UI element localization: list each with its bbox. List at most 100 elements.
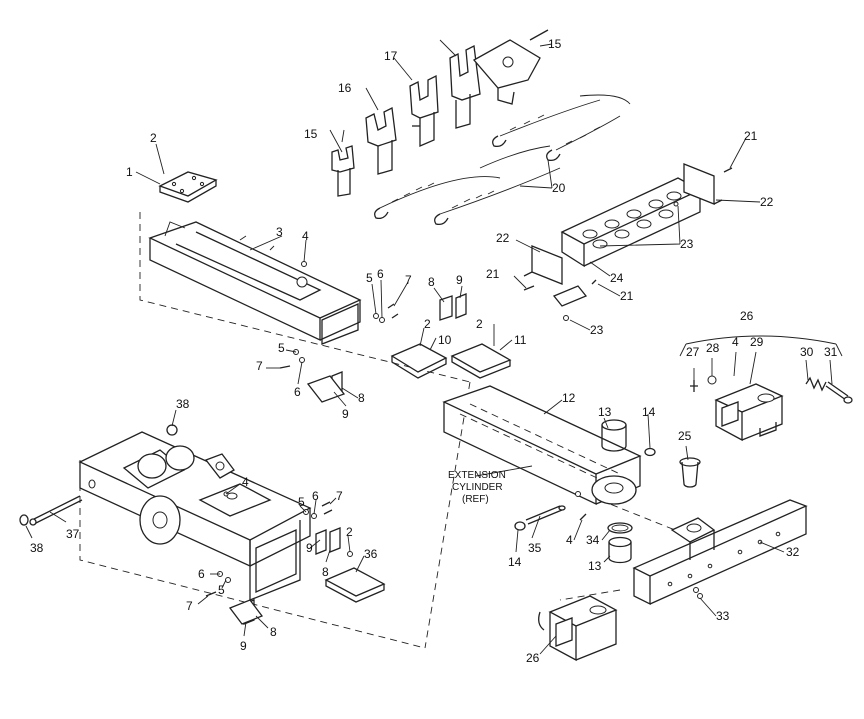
callout-23: 23 bbox=[680, 237, 694, 251]
callout-21: 21 bbox=[744, 129, 758, 143]
assembly-line-mid bbox=[424, 381, 471, 649]
part-10-plate bbox=[390, 343, 448, 379]
callout-26: 26 bbox=[740, 309, 754, 323]
part-22-end-plate-right bbox=[683, 163, 723, 205]
callout-24: 24 bbox=[610, 271, 624, 285]
part-30-spring bbox=[805, 376, 827, 392]
callout-32: 32 bbox=[786, 545, 800, 559]
callout-14: 14 bbox=[642, 405, 656, 419]
part-8-9-bracket-lower bbox=[228, 527, 341, 625]
callout-5: 5 bbox=[218, 583, 225, 597]
callout-25: 25 bbox=[678, 429, 692, 443]
assembly-line-upper bbox=[139, 212, 471, 383]
callout-29: 29 bbox=[750, 335, 764, 349]
callout-labels: 1 2 3 4 5 6 7 8 9 5 7 6 9 8 2 10 2 11 12… bbox=[30, 37, 838, 665]
note-line-3: (REF) bbox=[462, 494, 489, 505]
part-1-plate bbox=[158, 171, 218, 203]
callout-6: 6 bbox=[198, 567, 205, 581]
part-32-crossbar bbox=[632, 499, 808, 606]
note-line-2: CYLINDER bbox=[452, 482, 503, 493]
part-37-pin bbox=[29, 495, 83, 526]
part-8-9-bracket-upper bbox=[306, 293, 467, 403]
callout-6: 6 bbox=[377, 267, 384, 281]
callout-21: 21 bbox=[620, 289, 634, 303]
callout-5: 5 bbox=[298, 495, 305, 509]
callout-35: 35 bbox=[528, 541, 542, 555]
callout-8: 8 bbox=[428, 275, 435, 289]
callout-8: 8 bbox=[322, 565, 329, 579]
callout-2: 2 bbox=[346, 525, 353, 539]
callout-20: 20 bbox=[552, 181, 566, 195]
part-24-storage-rack bbox=[560, 177, 702, 268]
callout-38: 38 bbox=[30, 541, 44, 555]
callout-17: 17 bbox=[384, 49, 398, 63]
callout-21: 21 bbox=[486, 267, 500, 281]
part-3-boom-section bbox=[148, 221, 362, 345]
part-20-chain-lower bbox=[374, 145, 561, 226]
part-31-handle bbox=[825, 381, 853, 404]
part-17-hook bbox=[409, 74, 439, 147]
callout-27: 27 bbox=[686, 345, 700, 359]
callout-28: 28 bbox=[706, 341, 720, 355]
callout-7: 7 bbox=[405, 273, 412, 287]
part-14-nut-upper bbox=[644, 447, 656, 457]
callout-5: 5 bbox=[278, 341, 285, 355]
callout-36: 36 bbox=[364, 547, 378, 561]
part-26-coupler-upper bbox=[714, 383, 784, 442]
callout-15: 15 bbox=[304, 127, 318, 141]
part-13-bushing-lower bbox=[608, 536, 632, 564]
callout-5: 5 bbox=[366, 271, 373, 285]
leader-lines bbox=[25, 39, 833, 655]
part-20-chain-upper bbox=[492, 94, 631, 162]
callout-11: 11 bbox=[514, 333, 527, 347]
callout-31: 31 bbox=[824, 345, 838, 359]
part-33-fastener bbox=[693, 587, 703, 599]
part-28-clip bbox=[707, 375, 717, 385]
callout-37: 37 bbox=[66, 527, 80, 541]
callout-3: 3 bbox=[276, 225, 283, 239]
callout-12: 12 bbox=[562, 391, 576, 405]
part-22-end-plate-left bbox=[523, 245, 563, 285]
part-14-washer-lower bbox=[514, 521, 526, 531]
callout-9: 9 bbox=[306, 541, 313, 555]
callout-2: 2 bbox=[150, 131, 157, 145]
callout-7: 7 bbox=[186, 599, 193, 613]
part-16-hook bbox=[365, 107, 397, 175]
part-27-pin bbox=[690, 380, 698, 392]
part-21-23-fasteners bbox=[523, 167, 733, 321]
callout-9: 9 bbox=[456, 273, 463, 287]
callout-33: 33 bbox=[716, 609, 730, 623]
part-26-coupler-lower bbox=[538, 595, 618, 662]
callout-10: 10 bbox=[438, 333, 452, 347]
part-15-hook-assembly-top bbox=[472, 29, 549, 105]
part-12-extension-boom bbox=[442, 385, 642, 506]
hardware-group-lower bbox=[205, 501, 353, 597]
assembly-line-lower bbox=[79, 460, 426, 649]
callout-22: 22 bbox=[760, 195, 774, 209]
callout-15: 15 bbox=[548, 37, 562, 51]
callout-34: 34 bbox=[586, 533, 600, 547]
callout-38: 38 bbox=[176, 397, 190, 411]
part-15-hook-left bbox=[331, 145, 355, 197]
callout-6: 6 bbox=[294, 385, 301, 399]
part-26-bracket-line bbox=[679, 335, 843, 357]
part-25-bushing bbox=[679, 457, 701, 488]
callout-8: 8 bbox=[270, 625, 277, 639]
callout-14: 14 bbox=[508, 555, 522, 569]
extension-cylinder-note: EXTENSION CYLINDER (REF) bbox=[448, 470, 506, 505]
part-38-clip-left bbox=[19, 514, 29, 526]
callout-13: 13 bbox=[588, 559, 602, 573]
callout-9: 9 bbox=[342, 407, 349, 421]
callout-30: 30 bbox=[800, 345, 814, 359]
callout-22: 22 bbox=[496, 231, 510, 245]
note-line-1: EXTENSION bbox=[448, 470, 506, 481]
part-38-clip-top bbox=[166, 424, 178, 436]
callout-2: 2 bbox=[424, 317, 431, 331]
callout-6: 6 bbox=[312, 489, 319, 503]
callout-4: 4 bbox=[566, 533, 573, 547]
callout-23: 23 bbox=[590, 323, 604, 337]
callout-7: 7 bbox=[256, 359, 263, 373]
part-4-bolt-lower-right bbox=[579, 513, 587, 521]
